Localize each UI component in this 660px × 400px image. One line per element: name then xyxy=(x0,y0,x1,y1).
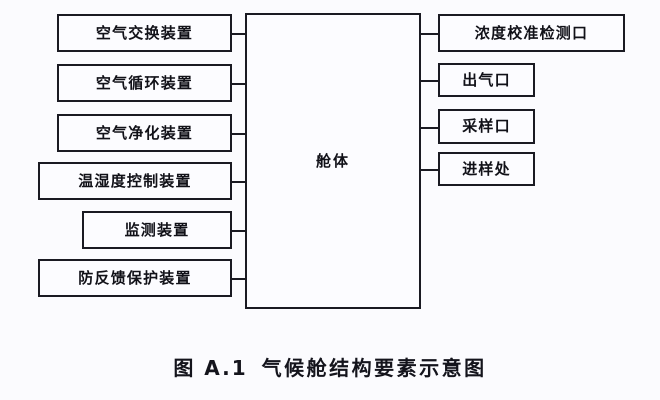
node-concentration-calibration-port[interactable]: 浓度校准检测口 xyxy=(438,14,625,52)
connector-left-5 xyxy=(232,230,246,232)
node-air-purification-device[interactable]: 空气净化装置 xyxy=(57,114,232,152)
node-anti-feedback-protection-device[interactable]: 防反馈保护装置 xyxy=(38,259,232,297)
node-label: 出气口 xyxy=(462,70,511,89)
connector-left-3 xyxy=(232,133,246,135)
connector-right-1 xyxy=(421,33,439,35)
connector-right-3 xyxy=(421,127,439,129)
node-monitoring-device[interactable]: 监测装置 xyxy=(82,211,232,249)
node-temperature-humidity-control-device[interactable]: 温湿度控制装置 xyxy=(38,162,232,200)
node-label: 防反馈保护装置 xyxy=(78,268,192,287)
node-label: 浓度校准检测口 xyxy=(474,23,589,42)
figure-title: 气候舱结构要素示意图 xyxy=(261,356,487,380)
node-label: 空气交换装置 xyxy=(95,23,194,42)
node-air-outlet[interactable]: 出气口 xyxy=(438,63,535,97)
figure-caption: 图 A.1 气候舱结构要素示意图 xyxy=(0,352,660,381)
node-label: 温湿度控制装置 xyxy=(78,171,192,190)
node-sampling-port[interactable]: 采样口 xyxy=(438,109,535,144)
connector-left-2 xyxy=(232,83,246,85)
node-label: 空气循环装置 xyxy=(95,73,194,92)
node-label: 进样处 xyxy=(462,159,511,178)
diagram-canvas: 空气交换装置 空气循环装置 空气净化装置 温湿度控制装置 监测装置 防反馈保护装… xyxy=(38,13,625,309)
connector-right-2 xyxy=(421,80,439,82)
node-sample-inlet[interactable]: 进样处 xyxy=(438,152,535,186)
node-air-circulation-device[interactable]: 空气循环装置 xyxy=(57,64,232,102)
figure-number: 图 A.1 xyxy=(173,356,248,380)
connector-left-1 xyxy=(232,33,246,35)
connector-left-6 xyxy=(232,278,246,280)
connector-left-4 xyxy=(232,181,246,183)
node-label: 监测装置 xyxy=(124,220,190,239)
node-chamber-body[interactable]: 舱体 xyxy=(245,13,421,309)
node-air-exchange-device[interactable]: 空气交换装置 xyxy=(57,14,232,52)
node-label: 舱体 xyxy=(315,151,350,170)
connector-right-4 xyxy=(421,169,439,171)
node-label: 采样口 xyxy=(462,117,511,135)
node-label: 空气净化装置 xyxy=(95,123,194,142)
